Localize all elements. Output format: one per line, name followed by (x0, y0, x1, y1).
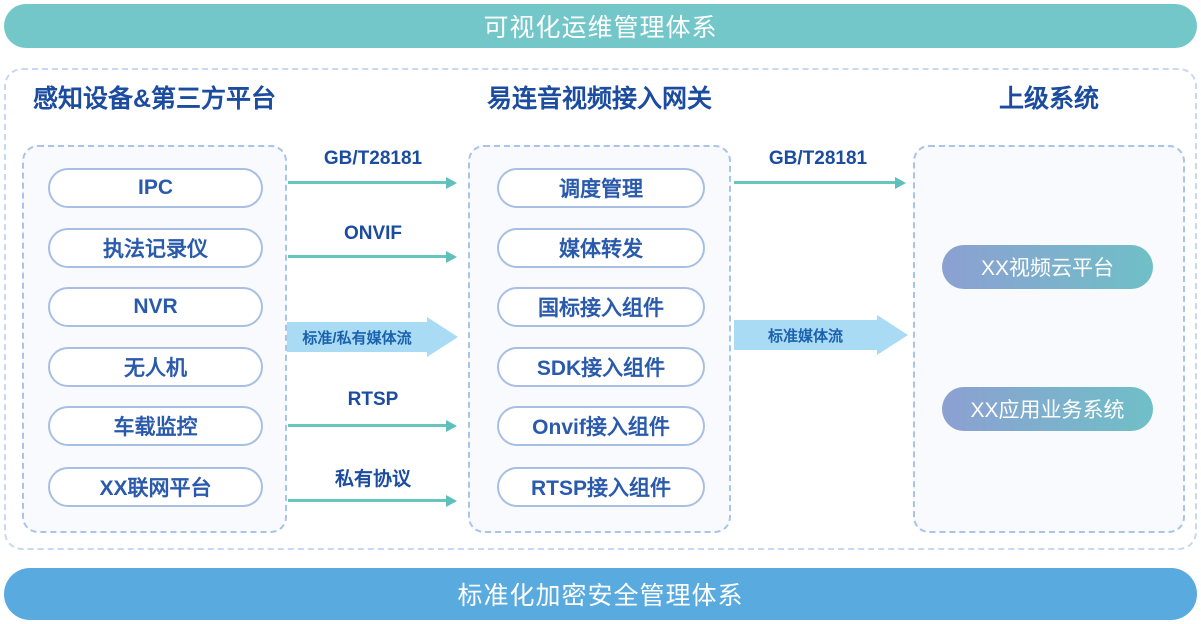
top-banner: 可视化运维管理体系 (4, 4, 1197, 48)
gateway-pill-sdk-access: SDK接入组件 (497, 347, 705, 387)
upstream-pill-video-cloud: XX视频云平台 (942, 245, 1153, 289)
bottom-banner-label: 标准化加密安全管理体系 (457, 582, 744, 610)
gateway-pill-dispatch-management: 调度管理 (497, 168, 705, 208)
flow-arrow-gbt28181-left (288, 176, 457, 189)
upstream-column-title: 上级系统 (998, 85, 1099, 113)
flow-label-gbt28181-right: GB/T28181 (768, 148, 868, 169)
flow-label-standard-media: 标准媒体流 (767, 327, 843, 345)
bottom-banner: 标准化加密安全管理体系 (4, 568, 1197, 620)
gateway-pill-onvif-access: Onvif接入组件 (497, 406, 705, 446)
flow-label-rtsp: RTSP (347, 389, 399, 410)
flow-arrow-gbt28181-right (734, 176, 906, 189)
gateway-pill-gb-access: 国标接入组件 (497, 287, 705, 327)
device-pill-ipc: IPC (48, 168, 263, 208)
device-pill-xx-network-platform: XX联网平台 (48, 467, 263, 507)
device-pill-drone: 无人机 (48, 347, 263, 387)
flow-arrow-private-protocol (288, 494, 457, 507)
devices-column-title: 感知设备&第三方平台 (33, 85, 277, 113)
flow-arrow-onvif (288, 250, 457, 263)
device-pill-body-camera: 执法记录仪 (48, 228, 263, 268)
flow-arrow-rtsp (288, 419, 457, 432)
top-banner-label: 可视化运维管理体系 (483, 14, 718, 42)
flow-label-gbt28181-left: GB/T28181 (323, 148, 423, 169)
flow-thick-arrow-standard-private-media: 标准/私有媒体流 (287, 317, 458, 357)
upstream-pill-app-business: XX应用业务系统 (942, 387, 1153, 431)
device-pill-nvr: NVR (48, 287, 263, 327)
flow-label-standard-private-media: 标准/私有媒体流 (302, 329, 412, 347)
flow-label-onvif: ONVIF (343, 223, 403, 244)
gateway-pill-media-forwarding: 媒体转发 (497, 228, 705, 268)
device-pill-vehicle-monitor: 车载监控 (48, 406, 263, 446)
gateway-column-title: 易连音视频接入网关 (486, 85, 712, 113)
flow-thick-arrow-standard-media: 标准媒体流 (734, 315, 908, 355)
flow-label-private-protocol: 私有协议 (334, 469, 411, 490)
upstream-group-box (913, 145, 1185, 533)
gateway-pill-rtsp-access: RTSP接入组件 (497, 467, 705, 507)
